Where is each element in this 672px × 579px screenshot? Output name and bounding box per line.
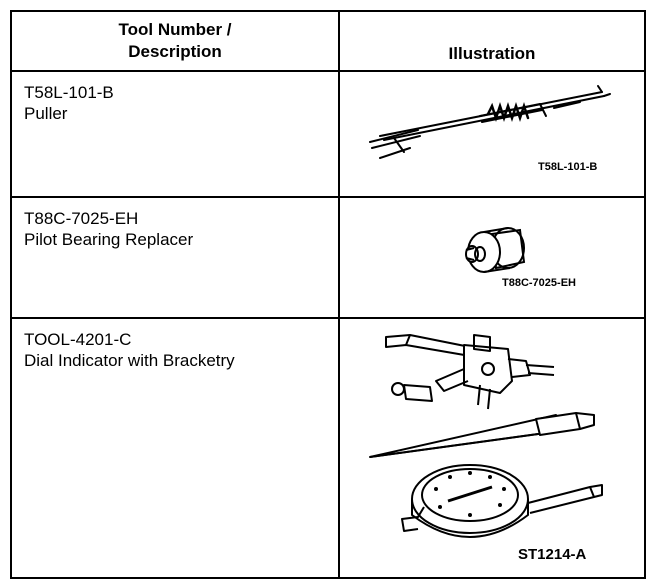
table-row: T88C-7025-EH Pilot Bearing Replacer T88C… — [10, 196, 646, 319]
header-row: Tool Number / Description Illustration — [10, 10, 646, 72]
puller-illustration: T58L-101-B — [369, 85, 611, 173]
tool-number: T58L-101-B — [24, 83, 114, 102]
tool-illustration-cell: T58L-101-B — [338, 70, 646, 198]
figure-label: T88C-7025-EH — [502, 277, 576, 289]
figure-label: ST1214-A — [518, 546, 587, 563]
table-row: T58L-101-B Puller — [10, 70, 646, 198]
header-desc-line1: Tool Number / — [118, 20, 232, 39]
header-tool-number-description: Tool Number / Description — [10, 10, 340, 72]
tool-number: TOOL-4201-C — [24, 330, 132, 349]
tool-description: Puller — [24, 104, 68, 123]
tool-description-cell: T88C-7025-EH Pilot Bearing Replacer — [10, 196, 340, 319]
header-desc-line2: Description — [128, 42, 222, 61]
tool-description: Pilot Bearing Replacer — [24, 230, 194, 249]
tool-number: T88C-7025-EH — [24, 209, 139, 228]
tool-description-cell: T58L-101-B Puller — [10, 70, 340, 198]
dial-indicator-illustration: ST1214-A — [369, 334, 603, 563]
tool-description: Dial Indicator with Bracketry — [24, 351, 235, 370]
table-row: TOOL-4201-C Dial Indicator with Bracketr… — [10, 317, 646, 579]
pilot-bearing-replacer-illustration: T88C-7025-EH — [465, 227, 576, 289]
tool-description-cell: TOOL-4201-C Dial Indicator with Bracketr… — [10, 317, 340, 579]
tool-illustration-cell: T88C-7025-EH — [338, 196, 646, 319]
header-illustration: Illustration — [338, 10, 646, 72]
figure-label: T58L-101-B — [538, 161, 597, 173]
tool-table: Tool Number / Description Illustration T… — [10, 10, 646, 579]
tool-illustration-cell: ST1214-A — [338, 317, 646, 579]
